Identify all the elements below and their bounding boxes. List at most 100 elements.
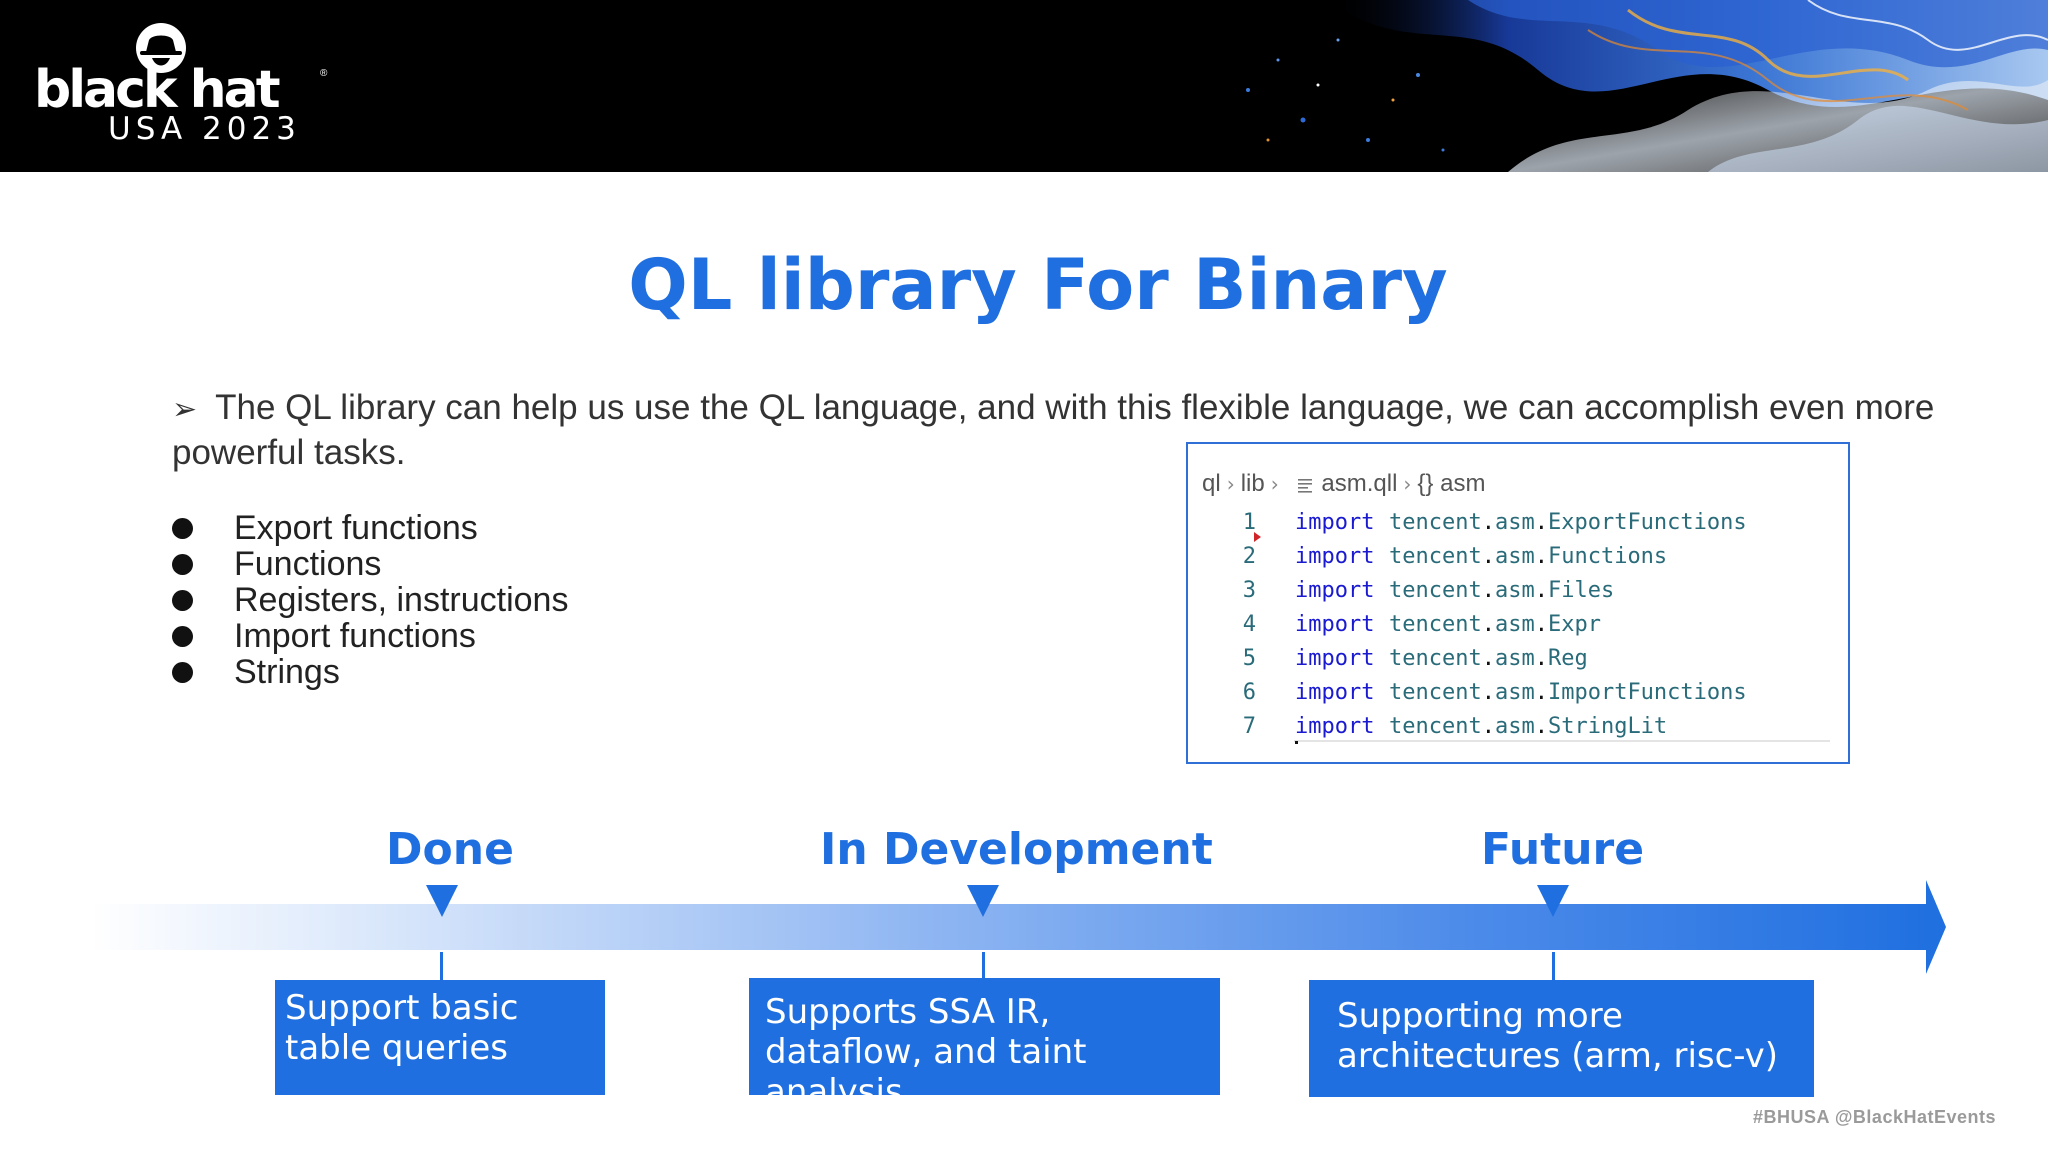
phase-connector-done (440, 952, 443, 980)
phase-description-development: Supports SSA IR, dataflow, and taint ana… (765, 992, 1087, 1112)
timeline-arrow (90, 880, 1946, 974)
text-cursor (1295, 741, 1298, 744)
code-dot: . (1481, 714, 1495, 739)
phase-box-development: Supports SSA IR, dataflow, and taint ana… (749, 978, 1220, 1112)
phase-marker-dev-icon (967, 885, 999, 917)
header-banner: black hat ® USA 2023 (0, 0, 2048, 172)
phase-description-done: Support basic table queries (285, 988, 519, 1068)
intro-text: The QL library can help us use the QL la… (172, 388, 1935, 472)
file-lines-icon (1298, 478, 1313, 493)
list-item-label: Functions (234, 545, 382, 583)
code-package: tencent (1389, 714, 1482, 739)
bullet-dot-icon (172, 662, 193, 683)
code-keyword: import (1295, 714, 1375, 739)
code-module-path: tencent.asm.ExportFunctions (1389, 506, 1747, 540)
code-line: 2 import tencent.asm.Functions (1188, 540, 1848, 574)
code-dot: . (1534, 646, 1548, 671)
bullet-dot-icon (172, 554, 193, 575)
line-number: 5 (1242, 646, 1256, 671)
code-dot: . (1534, 612, 1548, 637)
list-item-label: Export functions (234, 509, 478, 547)
code-dot: . (1481, 680, 1495, 705)
code-module-path: tencent.asm.Files (1389, 574, 1614, 608)
list-item-label: Registers, instructions (234, 581, 569, 619)
footer-hashtags: #BHUSA @BlackHatEvents (1753, 1107, 1996, 1127)
line-number: 2 (1242, 544, 1256, 569)
bullet-dot-icon (172, 590, 193, 611)
code-dot: . (1534, 714, 1548, 739)
bullet-dot-icon (172, 518, 193, 539)
phase-label-future: Future (1481, 824, 1645, 875)
chevron-right-icon: › (1403, 472, 1412, 496)
list-item: Export functions (172, 510, 568, 546)
phase-connector-dev (982, 952, 985, 978)
logo-event: USA 2023 (108, 111, 301, 147)
code-module-path: tencent.asm.Reg (1389, 642, 1588, 676)
line-number: 1 (1242, 510, 1256, 535)
code-module-path: tencent.asm.Functions (1389, 540, 1667, 574)
code-dot: . (1534, 544, 1548, 569)
code-keyword: import (1295, 680, 1375, 705)
code-package: tencent (1389, 680, 1482, 705)
code-dot: . (1481, 578, 1495, 603)
code-keyword: import (1295, 646, 1375, 671)
code-module: asm (1494, 646, 1535, 671)
code-module: asm (1494, 612, 1535, 637)
code-dot: . (1534, 680, 1548, 705)
code-class-name: Files (1547, 578, 1615, 603)
abstract-smoke-art (1246, 0, 2048, 172)
phase-box-future: Supporting more architectures (arm, risc… (1309, 980, 1814, 1097)
hat-silhouette-icon (136, 23, 186, 73)
phase-marker-done-icon (426, 885, 458, 917)
list-item-label: Import functions (234, 617, 476, 655)
line-number: 3 (1242, 578, 1256, 603)
phase-marker-future-icon (1537, 885, 1569, 917)
code-package: tencent (1389, 612, 1482, 637)
code-keyword: import (1295, 544, 1375, 569)
code-package: tencent (1389, 646, 1482, 671)
code-class-name: StringLit (1547, 714, 1668, 739)
code-module: asm (1494, 578, 1535, 603)
phase-label-done: Done (386, 824, 514, 875)
line-number: 6 (1242, 680, 1256, 705)
breadcrumb-item-ql[interactable]: ql (1202, 470, 1221, 497)
breadcrumb-item-file[interactable]: asm.qll (1321, 470, 1398, 497)
code-module: asm (1494, 510, 1535, 535)
code-module: asm (1494, 680, 1535, 705)
code-class-name: Reg (1547, 646, 1588, 671)
code-dot: . (1481, 510, 1495, 535)
code-class-name: Expr (1547, 612, 1601, 637)
code-dot: . (1534, 510, 1548, 535)
logo-wordmark: black hat (34, 60, 281, 120)
slide-title: QL library For Binary (628, 244, 1448, 326)
code-module: asm (1494, 714, 1535, 739)
phase-description-future: Supporting more architectures (arm, risc… (1337, 996, 1779, 1076)
code-module: asm (1494, 544, 1535, 569)
registered-mark: ® (320, 68, 328, 79)
code-package: tencent (1389, 544, 1482, 569)
code-dot: . (1481, 612, 1495, 637)
code-package: tencent (1389, 510, 1482, 535)
arrowhead-icon: ➢ (172, 392, 198, 427)
breakpoint-marker-icon (1254, 532, 1261, 542)
code-line: 6 import tencent.asm.ImportFunctions (1188, 676, 1848, 710)
list-item: Registers, instructions (172, 582, 568, 618)
code-dot: . (1481, 544, 1495, 569)
breadcrumb: ql›lib› asm.qll›{} asm (1202, 470, 1485, 498)
code-module-path: tencent.asm.StringLit (1389, 710, 1667, 744)
list-item: Import functions (172, 618, 568, 654)
breadcrumb-item-module[interactable]: {} asm (1417, 470, 1486, 497)
feature-list: Export functions Functions Registers, in… (172, 510, 568, 690)
code-dot: . (1481, 646, 1495, 671)
code-module-path: tencent.asm.ImportFunctions (1389, 676, 1747, 710)
list-item: Strings (172, 654, 568, 690)
code-package: tencent (1389, 578, 1482, 603)
line-number: 7 (1242, 714, 1256, 739)
list-item-label: Strings (234, 653, 340, 691)
code-keyword: import (1295, 612, 1375, 637)
breadcrumb-item-lib[interactable]: lib (1240, 470, 1265, 497)
